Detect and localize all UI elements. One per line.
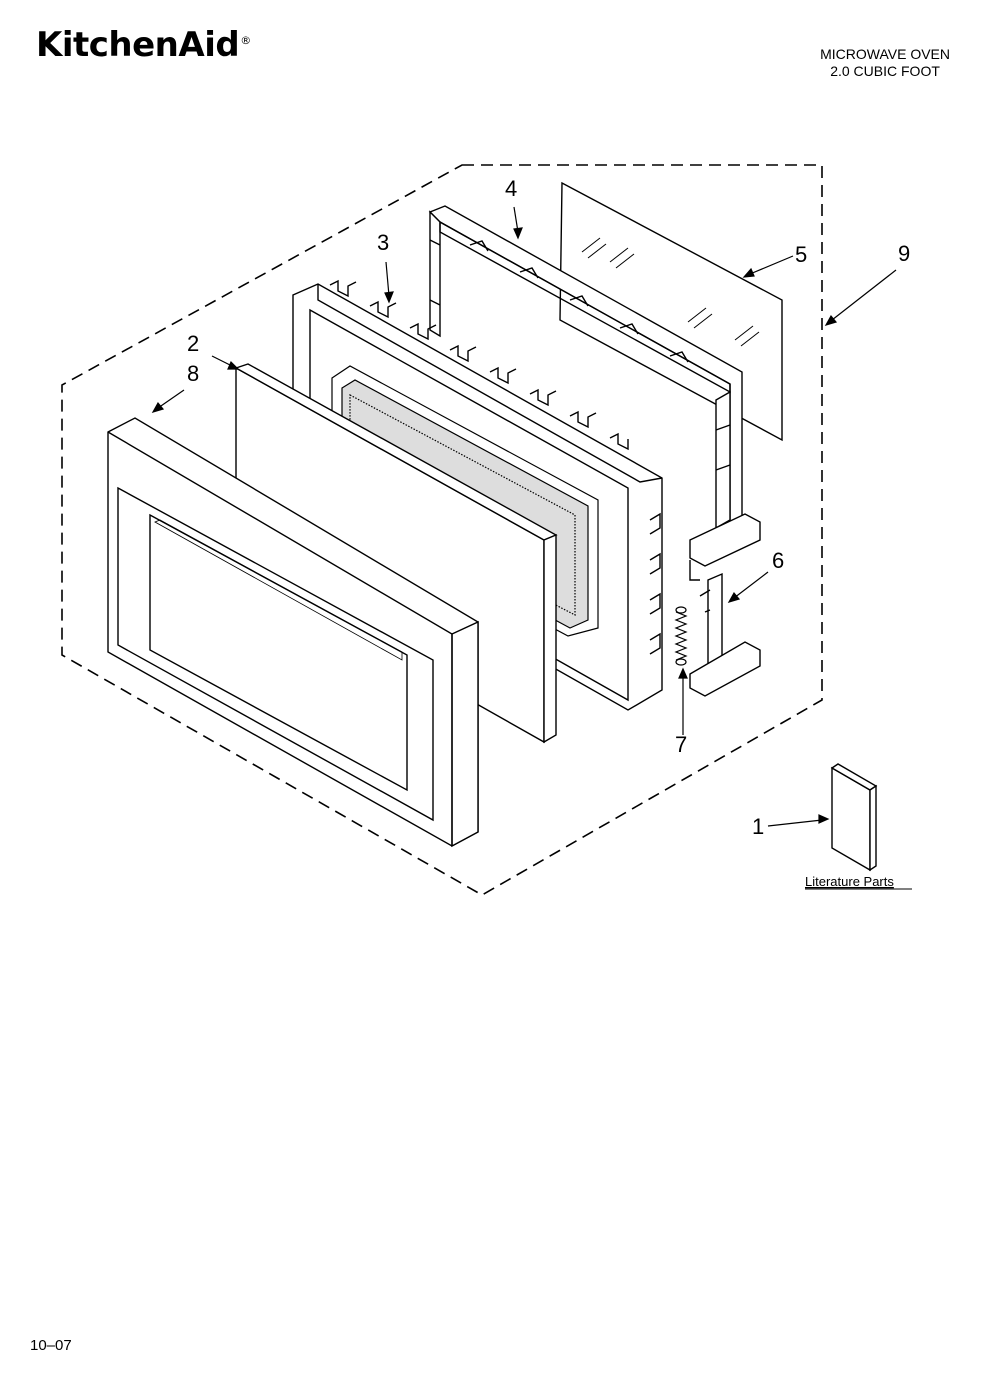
callout-7: 7 — [675, 732, 687, 757]
model-line-1: MICROWAVE OVEN — [820, 46, 950, 62]
leader-lines — [151, 206, 897, 827]
callout-9: 9 — [898, 241, 910, 266]
literature-booklet — [830, 763, 878, 872]
assembly-boundary — [61, 164, 823, 896]
callout-6: 6 — [772, 548, 784, 573]
callout-5: 5 — [795, 242, 807, 267]
page-code: 10–07 — [30, 1337, 72, 1354]
model-line-2: 2.0 CUBIC FOOT — [830, 63, 940, 79]
registered-mark: ® — [240, 33, 251, 47]
brand-name: KitchenAid — [36, 25, 240, 65]
callout-1: 1 — [752, 814, 764, 839]
callout-4: 4 — [505, 176, 517, 201]
literature-parts-label: Literature Parts — [805, 874, 894, 889]
callout-2: 2 — [187, 331, 199, 356]
spring-part — [674, 606, 688, 666]
outer-frame-part — [428, 205, 743, 550]
model-header: MICROWAVE OVEN 2.0 CUBIC FOOT — [820, 46, 950, 80]
latch-part — [689, 513, 761, 697]
callout-8: 8 — [187, 361, 199, 386]
kitchenaid-logo: KitchenAid® — [36, 28, 251, 62]
glass-panel-part — [559, 181, 783, 442]
door-part — [107, 417, 479, 848]
callout-3: 3 — [377, 230, 389, 255]
